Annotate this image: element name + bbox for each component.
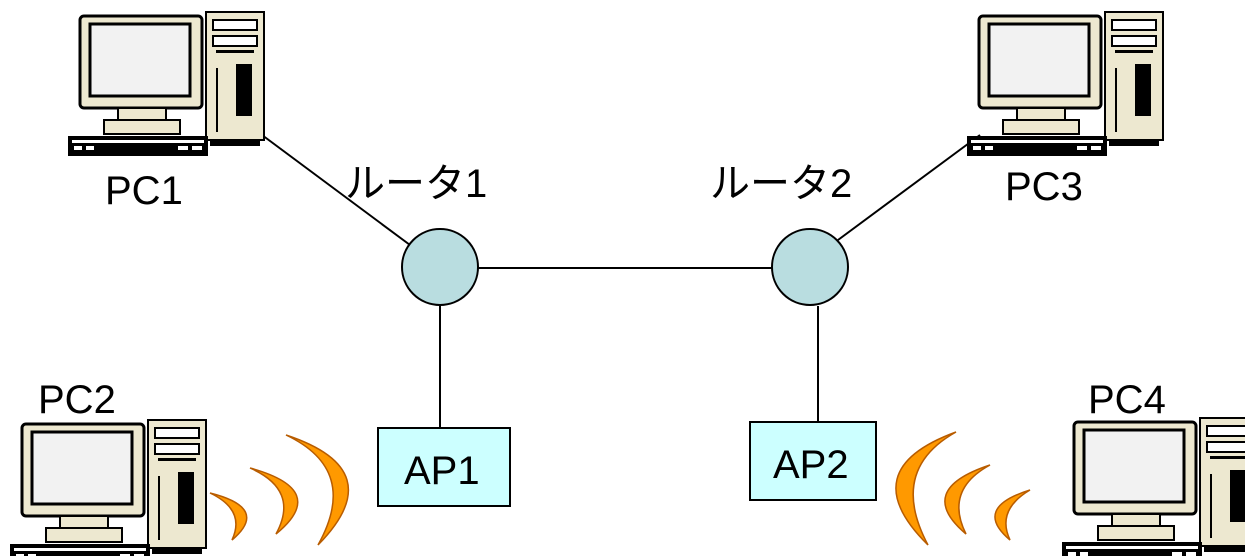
pc1-label: PC1 bbox=[105, 169, 183, 213]
link-router2-pc3 bbox=[837, 134, 981, 241]
desktop-computer-icon bbox=[965, 10, 1165, 158]
desktop-computer-icon bbox=[8, 418, 208, 556]
ap1-box bbox=[377, 427, 511, 507]
router2-node bbox=[771, 228, 849, 306]
pc4-label: PC4 bbox=[1088, 378, 1166, 422]
router2-label: ルータ2 bbox=[710, 162, 852, 206]
pc2-label: PC2 bbox=[38, 378, 116, 422]
wireless-signal-icon bbox=[895, 431, 1031, 546]
wireless-signal-icon bbox=[209, 434, 350, 546]
router1-node bbox=[401, 228, 479, 306]
ap2-box bbox=[749, 421, 877, 501]
connection-lines bbox=[261, 134, 981, 428]
router1-label: ルータ1 bbox=[345, 162, 487, 206]
ap1-label: AP1 bbox=[404, 449, 480, 493]
desktop-computer-icon bbox=[1060, 416, 1245, 556]
pc3-label: PC3 bbox=[1005, 165, 1083, 209]
ap2-label: AP2 bbox=[773, 443, 849, 487]
link-pc1-router1 bbox=[261, 134, 411, 246]
desktop-computer-icon bbox=[66, 10, 266, 158]
